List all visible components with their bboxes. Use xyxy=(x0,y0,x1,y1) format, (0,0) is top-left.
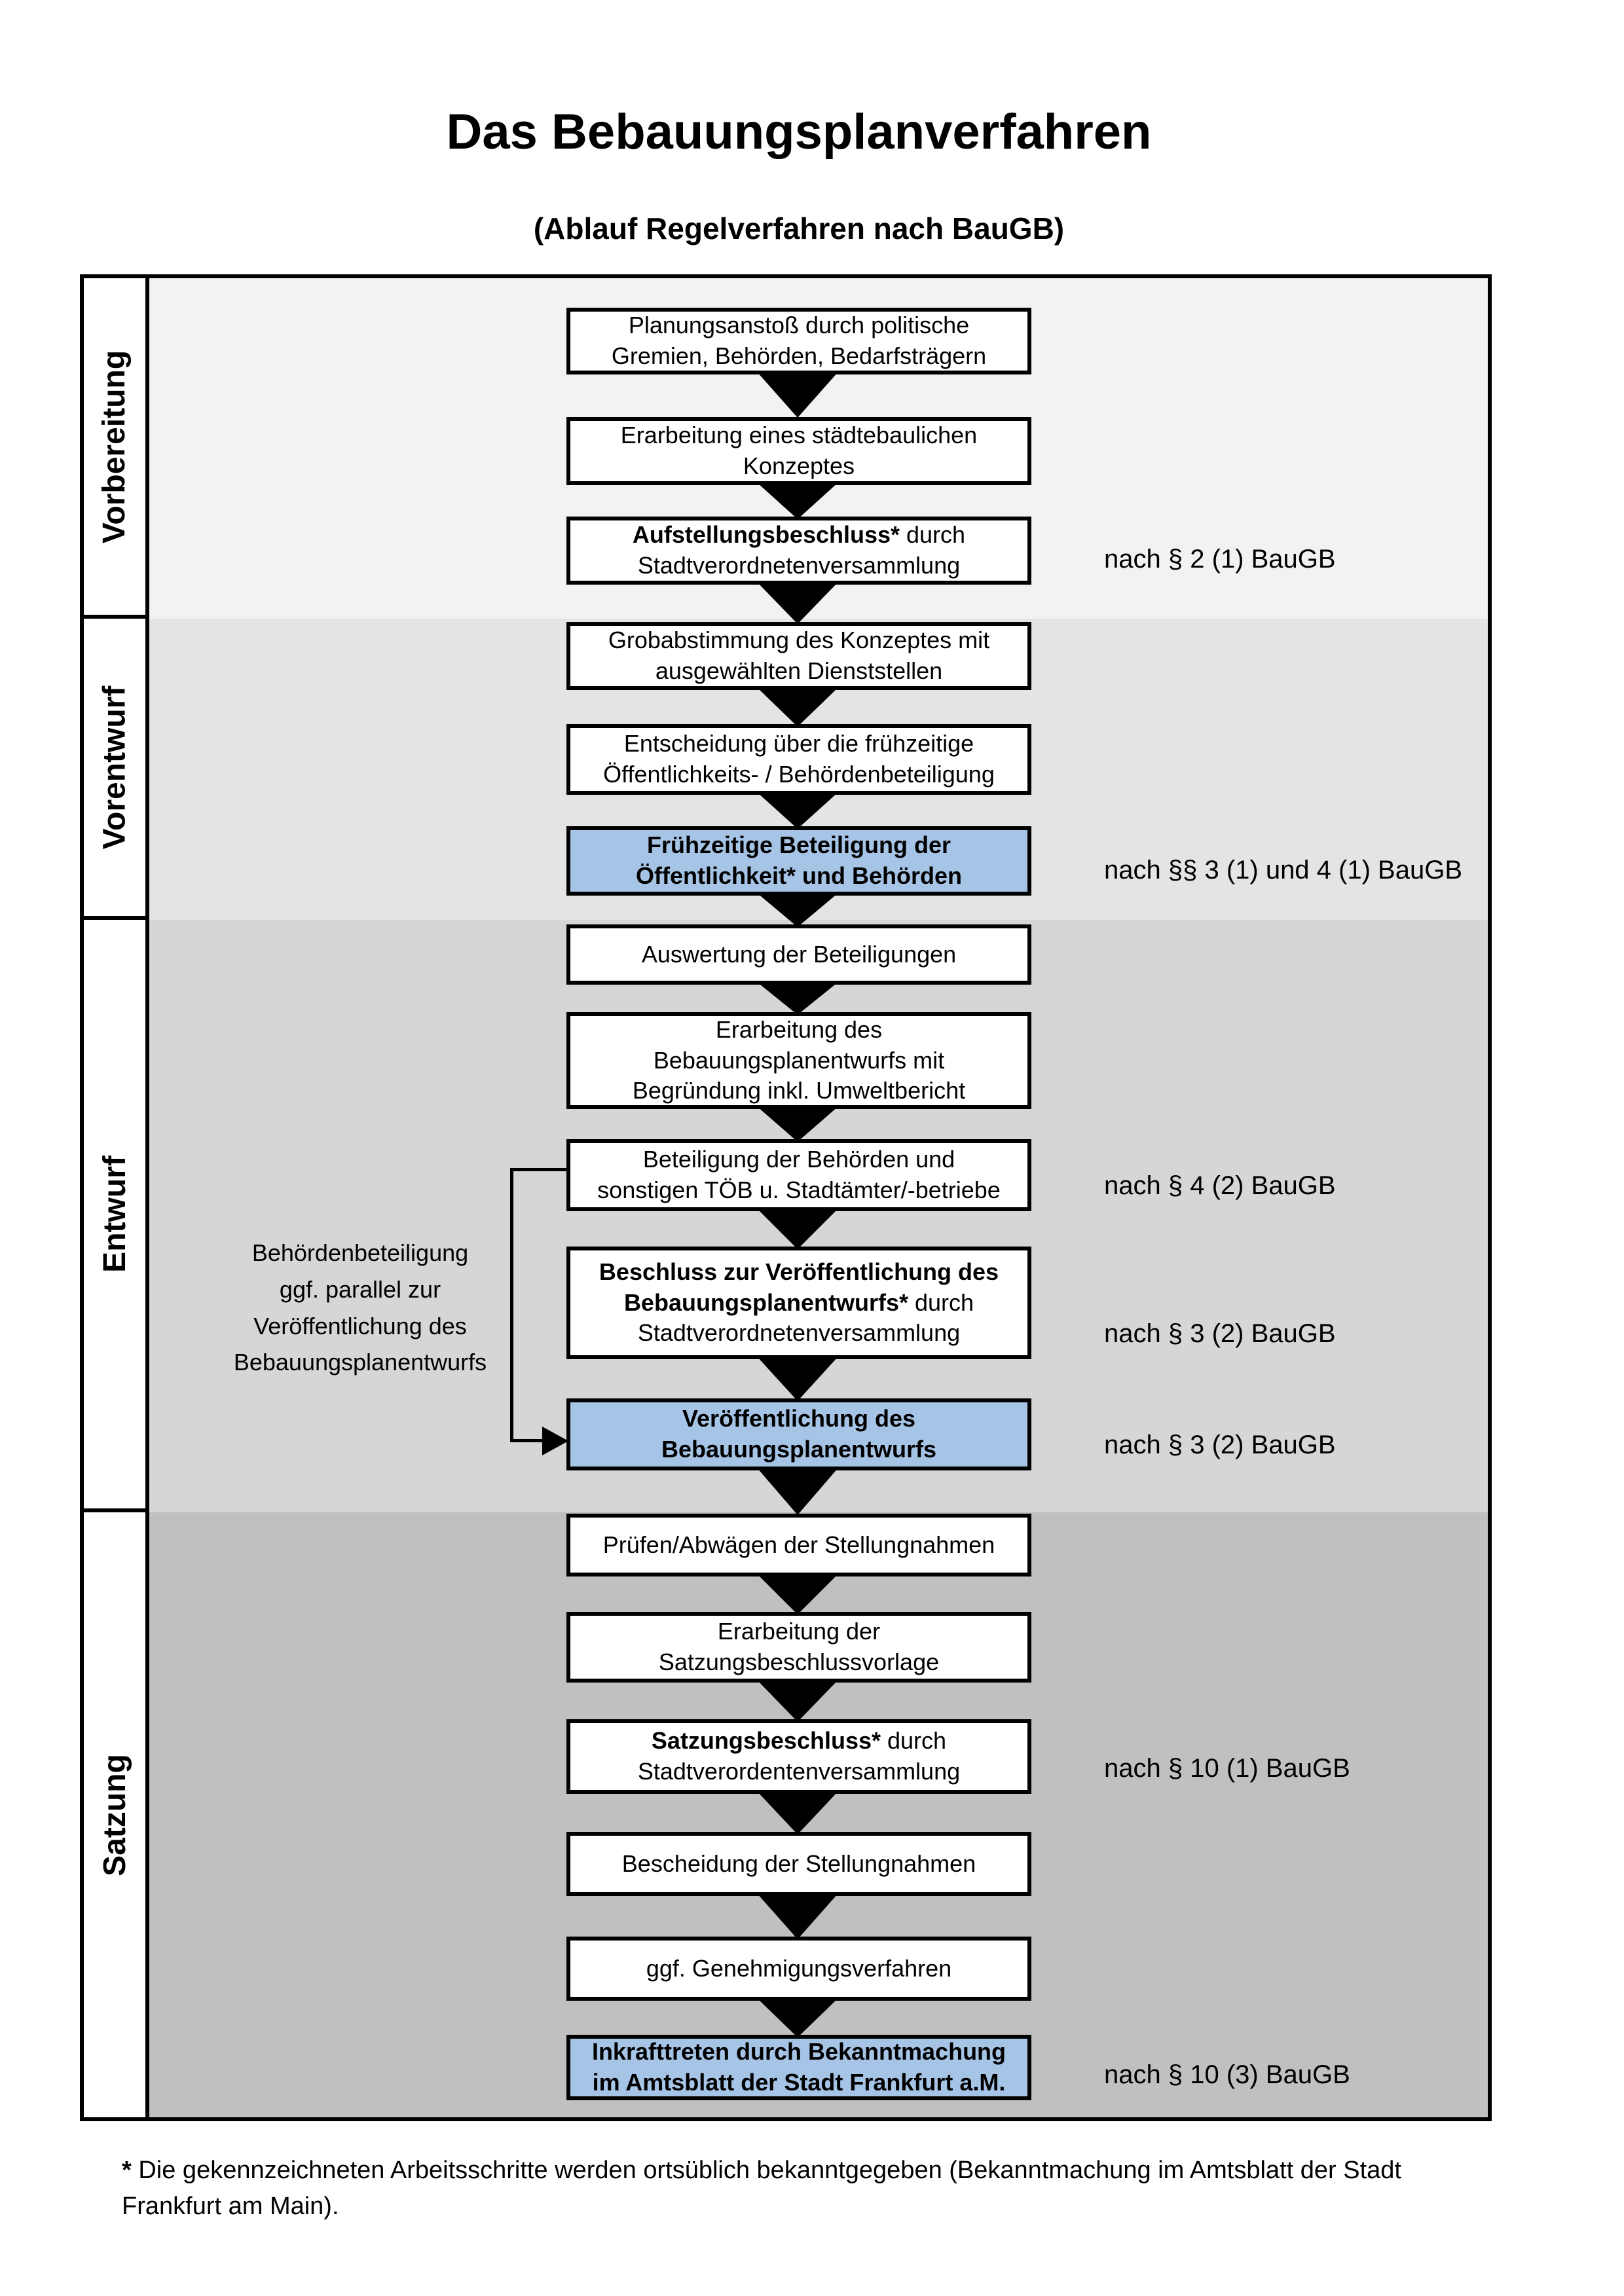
flow-step-11: Veröffentlichung des Bebauungsplanentwur… xyxy=(566,1398,1336,1470)
flow-arrow-icon xyxy=(757,687,838,727)
flow-arrow-icon xyxy=(757,1468,838,1515)
sidebar-label: Vorentwurf xyxy=(97,685,132,849)
phase-sidebar: Vorbereitung Vorentwurf Entwurf Satzung xyxy=(84,278,149,2117)
sidebar-section-satzung: Satzung xyxy=(84,1512,149,2117)
flow-step-text: Aufstellungsbeschluss* durch Stadtverord… xyxy=(632,521,966,579)
flow-step-17: Inkrafttreten durch Bekanntmachung im Am… xyxy=(566,2035,1350,2100)
flow-step-6: Frühzeitige Beteiligung der Öffentlichke… xyxy=(566,826,1462,896)
flow-step-7: Auswertung der Beteiligungen xyxy=(566,924,1031,985)
flow-step-text: Satzungsbeschluss* durch Stadtverordente… xyxy=(637,1727,961,1785)
flow-step-text: Entscheidung über die frühzeitige Öffent… xyxy=(603,730,995,788)
flow-step-text: Beteiligung der Behörden und sonstigen T… xyxy=(597,1146,1001,1203)
flow-arrow-icon xyxy=(757,1998,838,2037)
page-subtitle: (Ablauf Regelverfahren nach BauGB) xyxy=(533,211,1065,246)
sidebar-label: Vorbereitung xyxy=(97,350,132,543)
flow-arrow-icon xyxy=(757,483,838,519)
sidebar-section-entwurf: Entwurf xyxy=(84,920,149,1512)
flow-arrow-icon xyxy=(757,982,838,1015)
flow-arrow-icon xyxy=(757,1574,838,1614)
step-note: nach § 10 (3) BauGB xyxy=(1104,2060,1350,2089)
flow-step-text: Erarbeitung eines städtebaulichen Konzep… xyxy=(620,422,978,479)
flow-arrow-icon xyxy=(757,372,838,418)
side-note: Behördenbeteiligung ggf. parallel zur Ve… xyxy=(233,1239,487,1376)
flow-step-16: ggf. Genehmigungsverfahren xyxy=(566,1937,1031,2001)
step-note: nach § 2 (1) BauGB xyxy=(1104,545,1336,574)
footnote: * Die gekennzeichneten Arbeitsschritte w… xyxy=(122,2153,1523,2225)
page-title: Das Bebauungsplanverfahren xyxy=(446,104,1152,160)
flow-arrow-icon xyxy=(757,1893,838,1939)
flow-step-text: Prüfen/Abwägen der Stellungnahmen xyxy=(602,1531,995,1558)
footnote-marker: * xyxy=(122,2157,132,2184)
flow-step-12: Prüfen/Abwägen der Stellungnahmen xyxy=(566,1514,1031,1576)
step-note: nach § 3 (2) BauGB xyxy=(1104,1430,1336,1459)
flow-step-text: Grobabstimmung des Konzeptes mit ausgewä… xyxy=(608,627,990,684)
flow-step-text: Frühzeitige Beteiligung der Öffentlichke… xyxy=(635,831,963,889)
flow-step-14: Satzungsbeschluss* durch Stadtverordente… xyxy=(566,1719,1350,1794)
flow-step-text: Inkrafttreten durch Bekanntmachung im Am… xyxy=(591,2038,1006,2096)
flow-step-text: Erarbeitung des Bebauungsplanentwurfs mi… xyxy=(632,1015,966,1104)
flow-arrow-icon xyxy=(757,792,838,829)
flow-arrow-icon xyxy=(757,893,838,927)
flow-step-13: Erarbeitung der Satzungsbeschlussvorlage xyxy=(566,1612,1031,1683)
flow-step-15: Bescheidung der Stellungnahmen xyxy=(566,1832,1031,1896)
sidebar-section-vorbereitung: Vorbereitung xyxy=(84,278,149,619)
step-note: nach § 3 (2) BauGB xyxy=(1104,1319,1336,1348)
connector-line-top xyxy=(510,1168,568,1171)
flow-step-text: Veröffentlichung des Bebauungsplanentwur… xyxy=(661,1405,937,1463)
sidebar-label: Entwurf xyxy=(97,1156,132,1273)
flow-step-2: Erarbeitung eines städtebaulichen Konzep… xyxy=(566,417,1031,485)
step-note: nach § 10 (1) BauGB xyxy=(1104,1754,1350,1783)
step-note: nach §§ 3 (1) und 4 (1) BauGB xyxy=(1104,856,1462,884)
flow-arrow-icon xyxy=(757,1357,838,1401)
flow-arrow-icon xyxy=(757,1106,838,1142)
footnote-text: Die gekennzeichneten Arbeitsschritte wer… xyxy=(122,2157,1401,2221)
flow-arrow-icon xyxy=(757,582,838,624)
flow-step-text: Auswertung der Beteiligungen xyxy=(641,940,957,968)
flow-step-3: Aufstellungsbeschluss* durch Stadtverord… xyxy=(566,517,1336,585)
flow-step-5: Entscheidung über die frühzeitige Öffent… xyxy=(566,724,1031,795)
step-note: nach § 4 (2) BauGB xyxy=(1104,1171,1336,1200)
flow-step-text: Erarbeitung der Satzungsbeschlussvorlage xyxy=(658,1618,940,1675)
flow-step-1: Planungsanstoß durch politische Gremien,… xyxy=(566,308,1031,374)
flow-arrow-icon xyxy=(757,1680,838,1722)
flow-step-8: Erarbeitung des Bebauungsplanentwurfs mi… xyxy=(566,1012,1031,1109)
flow-step-text: Planungsanstoß durch politische Gremien,… xyxy=(611,312,987,369)
flow-step-text: Beschluss zur Veröffentlichung des Bebau… xyxy=(599,1258,999,1347)
flow-step-4: Grobabstimmung des Konzeptes mit ausgewä… xyxy=(566,622,1031,690)
sidebar-label: Satzung xyxy=(97,1753,132,1876)
flow-arrow-icon xyxy=(757,1791,838,1834)
connector-line-vertical xyxy=(510,1168,513,1441)
sidebar-section-vorentwurf: Vorentwurf xyxy=(84,619,149,920)
connector-arrow-icon xyxy=(542,1427,568,1455)
flow-arrow-icon xyxy=(757,1209,838,1249)
flow-step-text: ggf. Genehmigungsverfahren xyxy=(646,1954,952,1982)
flow-step-9: Beteiligung der Behörden und sonstigen T… xyxy=(566,1139,1336,1211)
flow-step-10: Beschluss zur Veröffentlichung des Bebau… xyxy=(566,1247,1336,1359)
connector-line-bottom xyxy=(510,1439,547,1442)
flow-step-text: Bescheidung der Stellungnahmen xyxy=(621,1850,976,1877)
